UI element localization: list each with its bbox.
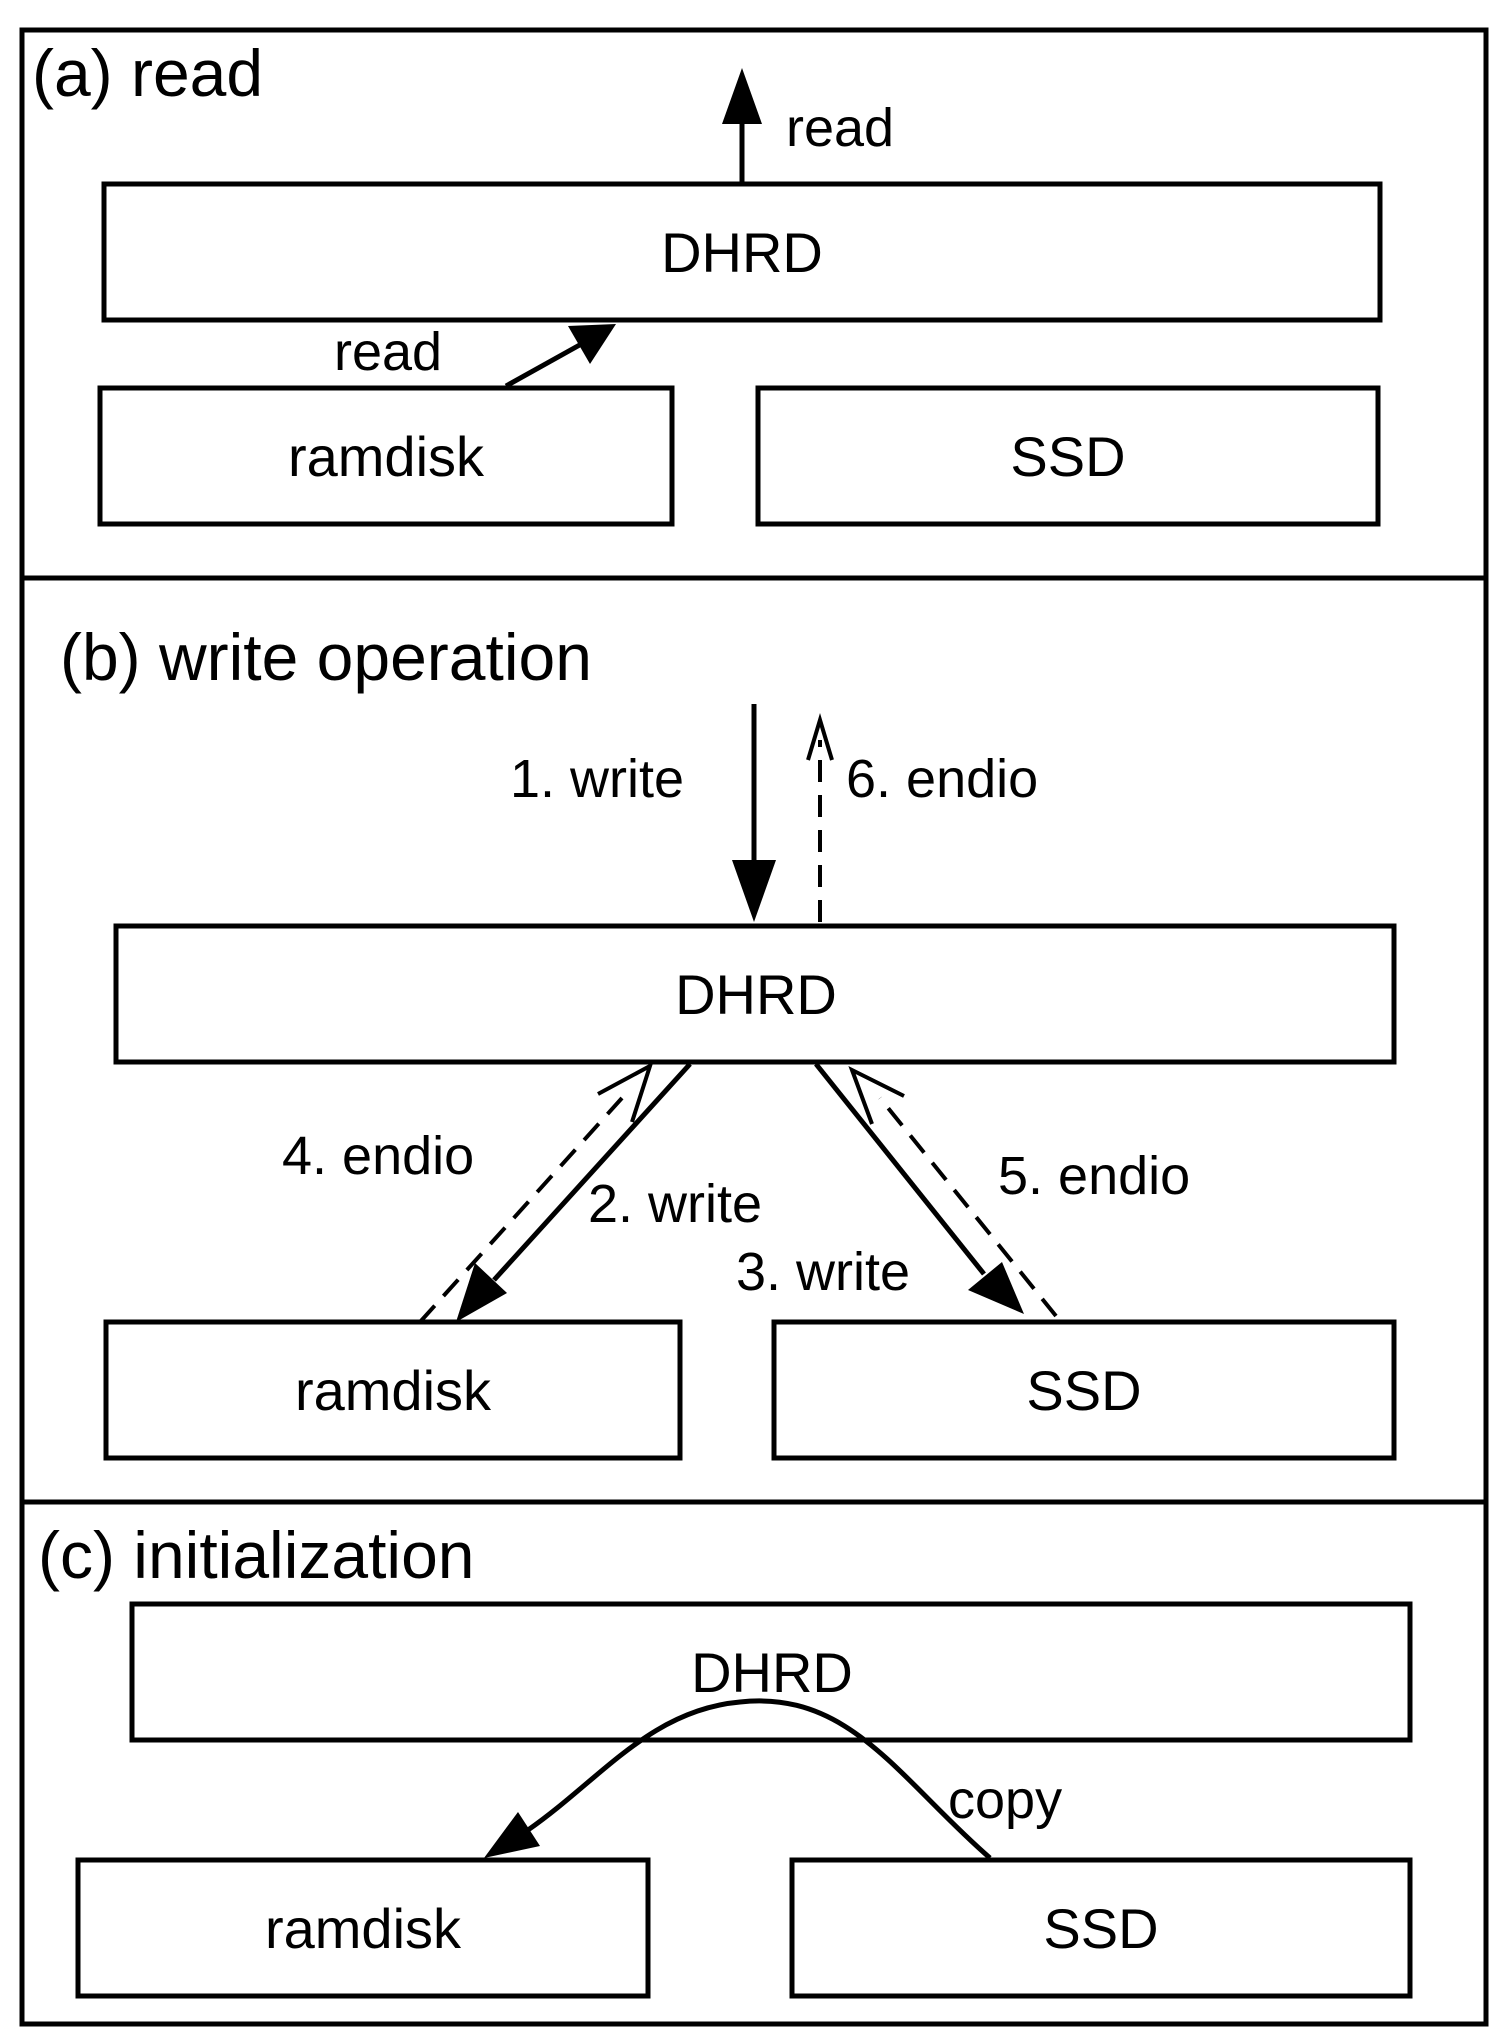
panel-a-title: (a) read [32,36,263,110]
step3-label: 3. write [736,1242,910,1302]
panel-c-dhrd-label: DHRD [691,1641,853,1704]
panel-a-dhrd-label: DHRD [661,221,823,284]
panel-c-ssd-label: SSD [1043,1897,1158,1960]
panel-a-ramdisk-box [97,385,675,527]
panel-c-frame [19,1499,1489,2027]
panel-a-ssd-label: SSD [1010,425,1125,488]
step1-arrowhead [732,860,776,922]
panel-b-dhrd-box [113,923,1397,1065]
copy-arrowhead [484,1812,540,1858]
read-in-arrow-line [504,339,587,389]
step2-arrow-line [492,1062,692,1282]
step5-arrow-line [878,1096,1058,1318]
panel-b-ssd-label: SSD [1026,1359,1141,1422]
panel-b-title: (b) write operation [60,620,592,694]
step6-label: 6. endio [846,749,1038,809]
panel-c-init: (c) initialization DHRD copy ramdisk SSD [19,1499,1489,2027]
panel-b-ssd-box [771,1319,1397,1461]
step6-arrowhead [806,713,834,761]
step1-label: 1. write [510,749,684,809]
step5-label: 5. endio [998,1146,1190,1206]
panel-c-ramdisk-box [75,1857,651,1999]
panel-c-ramdisk-label: ramdisk [265,1897,462,1960]
read-in-arrowhead [568,324,616,364]
panel-a-ssd-box [755,385,1381,527]
panel-a-dhrd-box [101,181,1383,323]
panel-a-read: (a) read read DHRD read ramdisk SSD [19,27,1489,581]
copy-label: copy [948,1770,1062,1830]
step3-arrowhead [968,1262,1024,1314]
panel-b-write: (b) write operation 1. write 6. endio DH… [19,575,1489,1505]
step4-arrow-line [418,1096,624,1324]
read-in-label: read [334,322,442,382]
panel-c-ssd-box [789,1857,1413,1999]
panel-c-title: (c) initialization [38,1518,474,1592]
read-out-label: read [786,98,894,158]
step3-arrow-line [814,1062,986,1276]
panel-a-ramdisk-label: ramdisk [288,425,485,488]
panel-c-dhrd-box [129,1601,1413,1743]
panel-b-ramdisk-box [103,1319,683,1461]
step4-label: 4. endio [282,1126,474,1186]
panel-b-ramdisk-label: ramdisk [295,1359,492,1422]
step5-arrowhead [848,1065,905,1125]
step4-arrowhead [597,1061,654,1123]
step2-label: 2. write [588,1174,762,1234]
panel-b-dhrd-label: DHRD [675,963,837,1026]
read-out-arrowhead [722,68,762,124]
step2-arrowhead [456,1263,507,1322]
copy-curve [526,1698,992,1860]
